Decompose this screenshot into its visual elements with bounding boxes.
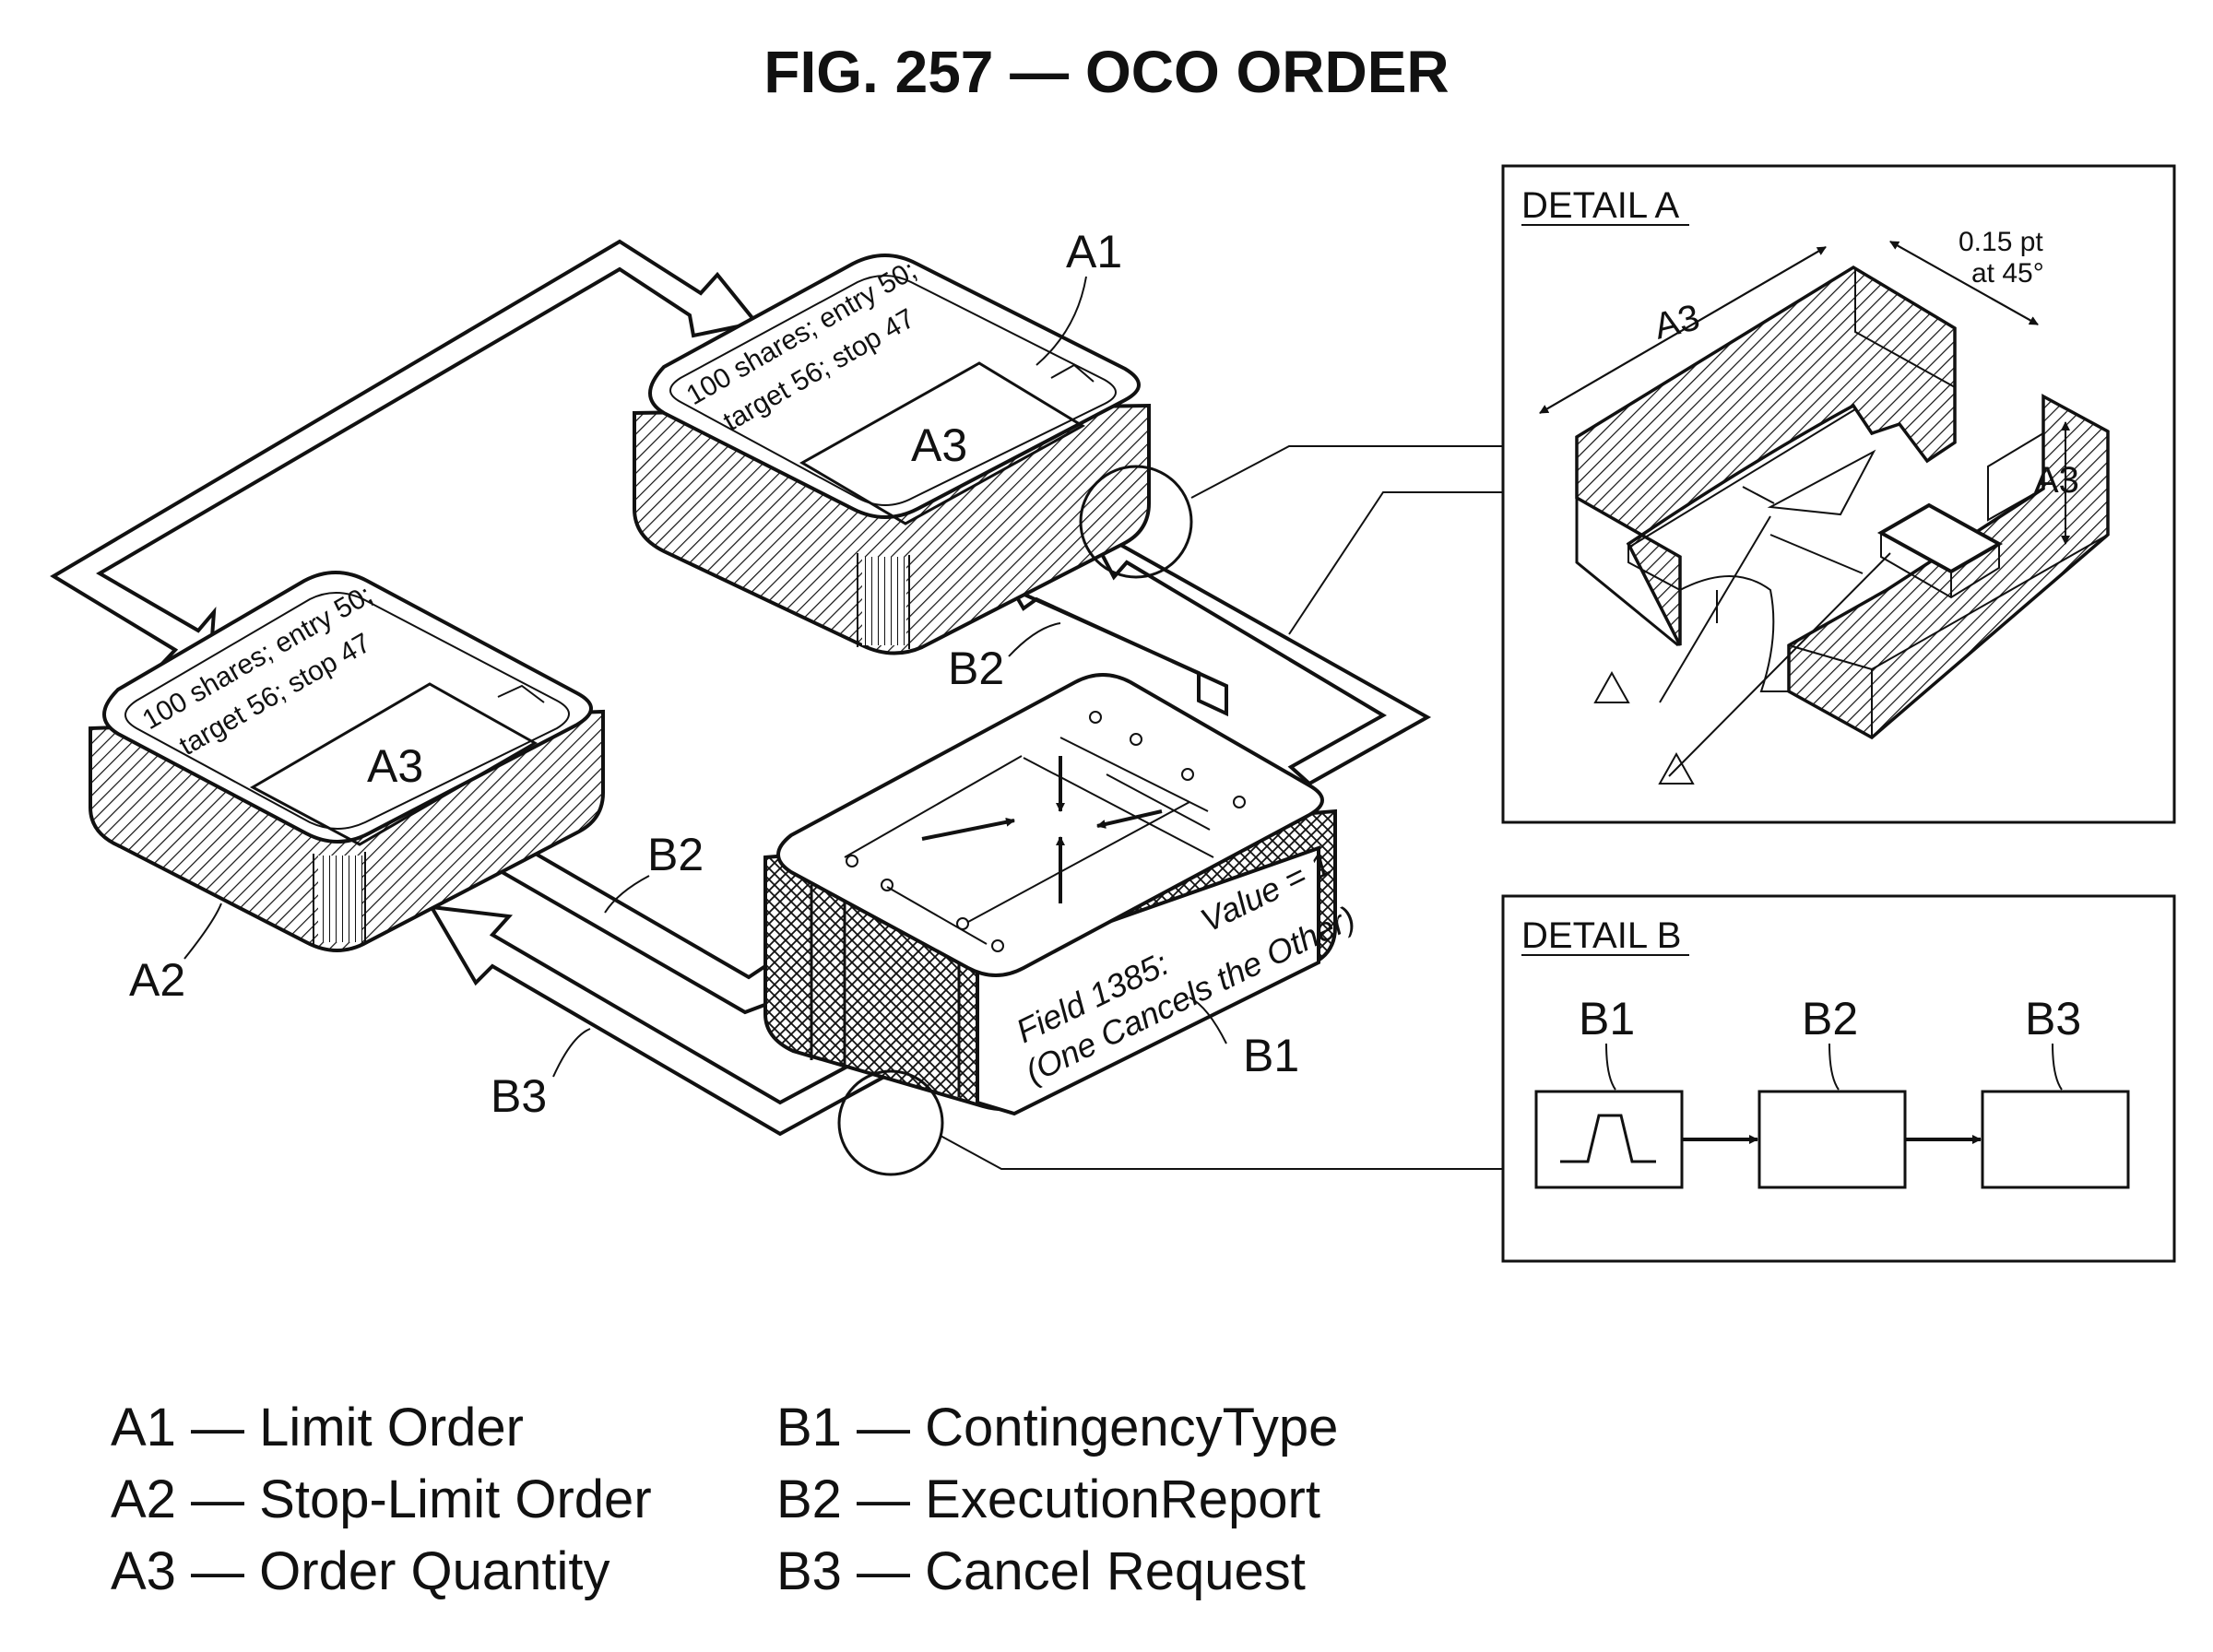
box-a2-stop-limit-order: 100 shares; entry 50; target 56; stop 47… (89, 571, 605, 952)
detail-b-label-b3: B3 (2025, 993, 2081, 1044)
detail-b-label-b1: B1 (1579, 993, 1635, 1044)
label-a1: A1 (1066, 226, 1122, 277)
box-a1-a3-label: A3 (911, 419, 967, 471)
label-b3: B3 (491, 1070, 547, 1122)
detail-b-block-b1 (1534, 1090, 1684, 1189)
detail-a-dim-note-1: 0.15 pt (1959, 227, 2043, 257)
detail-b-label-b2: B2 (1802, 993, 1858, 1044)
detail-a-dim-a3-right: A3 (2034, 460, 2079, 501)
legend-left-1: A1 — Limit Order (111, 1398, 524, 1457)
figure-title: FIG. 257 — OCO ORDER (763, 39, 1449, 105)
detail-a-dim-note-2: at 45° (1971, 258, 2044, 289)
flow-arrow-b3-to-a2 (428, 904, 933, 1137)
detail-a-panel: DETAIL A A3 0.15 pt at 45° A3 (1501, 164, 2176, 824)
detail-b-callout-circle (837, 1069, 944, 1176)
legend: A1 — Limit Order A2 — Stop-Limit Order A… (111, 1398, 1338, 1601)
label-b2-lower: B2 (647, 829, 704, 880)
legend-right-3: B3 — Cancel Request (776, 1541, 1306, 1601)
detail-a-callout-circle (1079, 465, 1193, 579)
legend-left-3: A3 — Order Quantity (111, 1541, 610, 1601)
label-b2-upper: B2 (948, 643, 1004, 694)
detail-b-panel: DETAIL B B1 B2 B3 (1501, 894, 2176, 1263)
detail-b-block-b2 (1757, 1090, 1907, 1189)
detail-a-heading: DETAIL A (1521, 185, 1679, 226)
detail-b-heading: DETAIL B (1521, 915, 1681, 956)
legend-left-2: A2 — Stop-Limit Order (111, 1469, 652, 1529)
legend-right-1: B1 — ContingencyType (776, 1398, 1338, 1457)
detail-b-block-b3 (1981, 1090, 2130, 1189)
label-a2: A2 (129, 954, 185, 1006)
label-b1: B1 (1243, 1030, 1299, 1081)
legend-right-2: B2 — ExecutionReport (776, 1469, 1320, 1529)
detail-a-dim-a3-top: A3 (1651, 297, 1704, 348)
box-a2-a3-label: A3 (367, 740, 423, 792)
